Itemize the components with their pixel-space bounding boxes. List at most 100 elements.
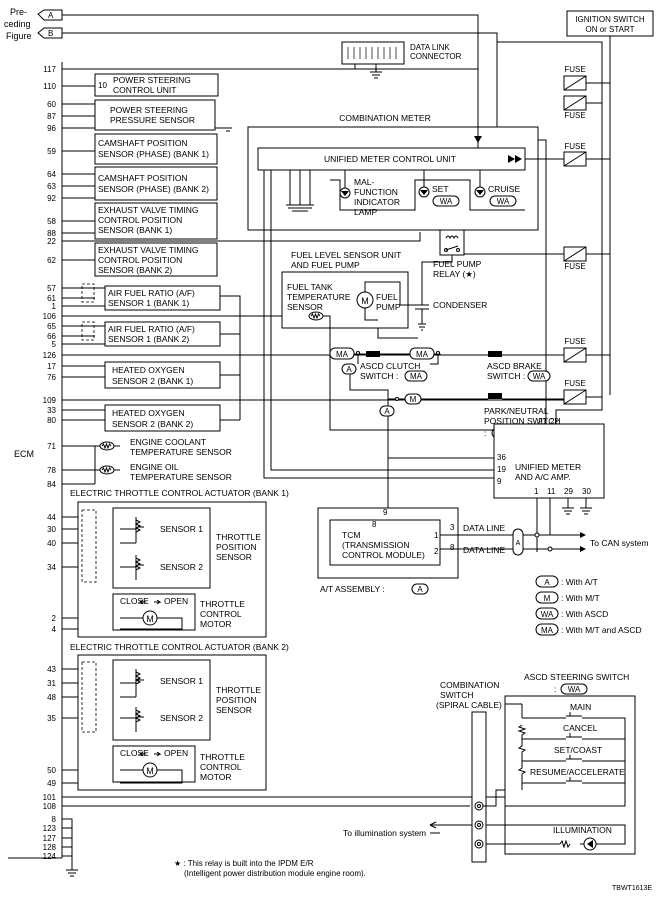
legend-entry: MA: With M/T and ASCD: [535, 623, 642, 636]
svg-text:RELAY (★): RELAY (★): [433, 269, 476, 279]
fuse-3: FUSE: [563, 142, 587, 167]
ecm-pin-number: 17: [47, 362, 56, 371]
tcm: 9 8 TCM (TRANSMISSION CONTROL MODULE) 3 …: [317, 507, 459, 595]
svg-text:SENSOR 2: SENSOR 2: [160, 562, 203, 572]
ascd-clutch-switch: MA MA A ASCD CLUTCH SWITCH : MA: [329, 347, 441, 382]
svg-text:HEATED OXYGEN: HEATED OXYGEN: [112, 365, 185, 375]
etc-actuator-bank1: ELECTRIC THROTTLE CONTROL ACTUATOR (BANK…: [70, 488, 289, 638]
legend-entry: WA : With ASCD: [535, 607, 608, 620]
af-sensor-bank1: AIR FUEL RATIO (A/F) SENSOR 1 (BANK 1): [81, 283, 221, 311]
legend-text: : With M/T: [561, 593, 600, 603]
svg-text:SWITCH :: SWITCH :: [360, 371, 398, 381]
ecm-pin-number: 58: [47, 217, 56, 226]
svg-text:FUEL: FUEL: [376, 292, 398, 302]
preceding-figure-label: Pre- ceding Figure: [4, 7, 32, 41]
svg-text:ASCD BRAKE: ASCD BRAKE: [487, 361, 542, 371]
ecm-pin-number: 49: [47, 779, 56, 788]
svg-text:EXHAUST VALVE TIMING: EXHAUST VALVE TIMING: [98, 245, 198, 255]
svg-text:MA: MA: [416, 350, 429, 359]
svg-text:A: A: [384, 407, 390, 416]
ecm-pin-number: 106: [43, 312, 57, 321]
svg-text:A: A: [48, 11, 54, 20]
engine-oil-temp-sensor: ENGINE OIL TEMPERATURE SENSOR: [95, 462, 232, 482]
svg-text:AIR FUEL RATIO (A/F): AIR FUEL RATIO (A/F): [108, 324, 195, 334]
svg-text:POWER STEERING: POWER STEERING: [110, 105, 188, 115]
ecm-pin-number: 110: [43, 82, 56, 91]
ecm-pin-number: 4: [52, 625, 57, 634]
ecm-pin-number: 44: [47, 513, 56, 522]
svg-text:SENSOR 2 (BANK 1): SENSOR 2 (BANK 1): [112, 376, 193, 386]
ecm-label: ECM: [14, 449, 34, 459]
ecm-pin-number: 126: [43, 351, 57, 360]
svg-text:29: 29: [564, 487, 573, 496]
svg-text:PRESSURE SENSOR: PRESSURE SENSOR: [110, 115, 195, 125]
ecm-pin-number: 88: [47, 229, 56, 238]
svg-text:CONTROL MODULE): CONTROL MODULE): [342, 550, 425, 560]
svg-text:B: B: [48, 29, 53, 38]
svg-text:ELECTRIC THROTTLE CONTROL ACTU: ELECTRIC THROTTLE CONTROL ACTUATOR (BANK…: [70, 488, 289, 498]
svg-text:SENSOR (BANK 2): SENSOR (BANK 2): [98, 265, 172, 275]
svg-text:FUEL LEVEL SENSOR UNIT: FUEL LEVEL SENSOR UNIT: [291, 250, 401, 260]
svg-text:CAMSHAFT POSITION: CAMSHAFT POSITION: [98, 138, 188, 148]
ecm-pin-number: 124: [43, 852, 57, 861]
svg-text:22: 22: [550, 417, 559, 426]
svg-text:SENSOR 2: SENSOR 2: [160, 713, 203, 723]
svg-text:1: 1: [534, 487, 539, 496]
svg-text::: :: [484, 428, 486, 438]
svg-text:TEMPERATURE SENSOR: TEMPERATURE SENSOR: [130, 447, 232, 457]
legend-entry: A: With A/T: [535, 575, 598, 588]
svg-text:PARK/NEUTRAL: PARK/NEUTRAL: [484, 406, 549, 416]
ecm-pin-number: 31: [47, 679, 56, 688]
ecm-pin-number: 59: [47, 147, 56, 156]
ecm-pin-number: 96: [47, 124, 56, 133]
legend: A: With A/T M: With M/T WA : With ASCD MA: W…: [535, 575, 642, 636]
svg-text::: :: [554, 684, 556, 694]
legend-code: WA: [541, 610, 554, 619]
mil-lamp-icon: [339, 187, 351, 199]
legend-entry: M: With M/T: [535, 591, 600, 604]
svg-text:SENSOR (BANK 1): SENSOR (BANK 1): [98, 225, 172, 235]
svg-text:FUSE: FUSE: [564, 111, 585, 120]
ignition-switch-box: IGNITION SWITCH ON or START: [566, 10, 654, 37]
svg-text:MAL-: MAL-: [354, 177, 374, 187]
svg-text:FUEL TANK: FUEL TANK: [287, 282, 333, 292]
footnote: ★ : This relay is built into the IPDM E/…: [174, 859, 366, 878]
svg-text:THROTTLE: THROTTLE: [216, 685, 261, 695]
ecm-pin-number: 22: [47, 237, 56, 246]
svg-text:AND A/C AMP.: AND A/C AMP.: [515, 472, 571, 482]
svg-text:M: M: [410, 395, 417, 404]
svg-text:A/T ASSEMBLY :: A/T ASSEMBLY :: [320, 584, 385, 594]
svg-text:ON or START: ON or START: [585, 25, 634, 34]
fuse-4: FUSE: [563, 246, 587, 271]
svg-text:SENSOR 1 (BANK 1): SENSOR 1 (BANK 1): [108, 298, 189, 308]
svg-text:OPEN: OPEN: [164, 748, 188, 758]
svg-text:LAMP: LAMP: [354, 207, 377, 217]
svg-text:(TRANSMISSION: (TRANSMISSION: [342, 540, 410, 550]
fuse-1: FUSE: [563, 65, 587, 91]
svg-text:SET: SET: [432, 184, 449, 194]
svg-text:3: 3: [450, 523, 455, 532]
ecm-pin-number: 109: [43, 396, 57, 405]
svg-text:MA: MA: [336, 350, 349, 359]
fuel-pump-relay: FUEL PUMP RELAY (★): [433, 229, 482, 279]
svg-text:DATA LINE: DATA LINE: [463, 523, 506, 533]
svg-text:ILLUMINATION: ILLUMINATION: [553, 825, 612, 835]
svg-text:11: 11: [547, 487, 556, 496]
svg-text:DATA LINK: DATA LINK: [410, 43, 450, 52]
svg-text:WA: WA: [568, 685, 581, 694]
svg-text:SENSOR: SENSOR: [216, 705, 252, 715]
camshaft-sensor-bank2: CAMSHAFT POSITION SENSOR (PHASE) (BANK 2…: [94, 166, 218, 201]
svg-text:2: 2: [434, 547, 439, 556]
svg-text:Figure: Figure: [6, 31, 32, 41]
svg-text:AND FUEL PUMP: AND FUEL PUMP: [291, 260, 360, 270]
legend-text: : With ASCD: [561, 609, 608, 619]
power-steering-pressure-sensor: POWER STEERING PRESSURE SENSOR: [94, 99, 216, 131]
svg-text:INDICATOR: INDICATOR: [354, 197, 400, 207]
svg-text:21: 21: [538, 417, 547, 426]
svg-text:SWITCH :: SWITCH :: [487, 371, 525, 381]
connector-a: A: [37, 9, 63, 21]
ecm-pin-number: 117: [43, 65, 56, 74]
svg-text:To CAN system: To CAN system: [590, 538, 649, 548]
ecm-block: ECM: [14, 62, 63, 858]
